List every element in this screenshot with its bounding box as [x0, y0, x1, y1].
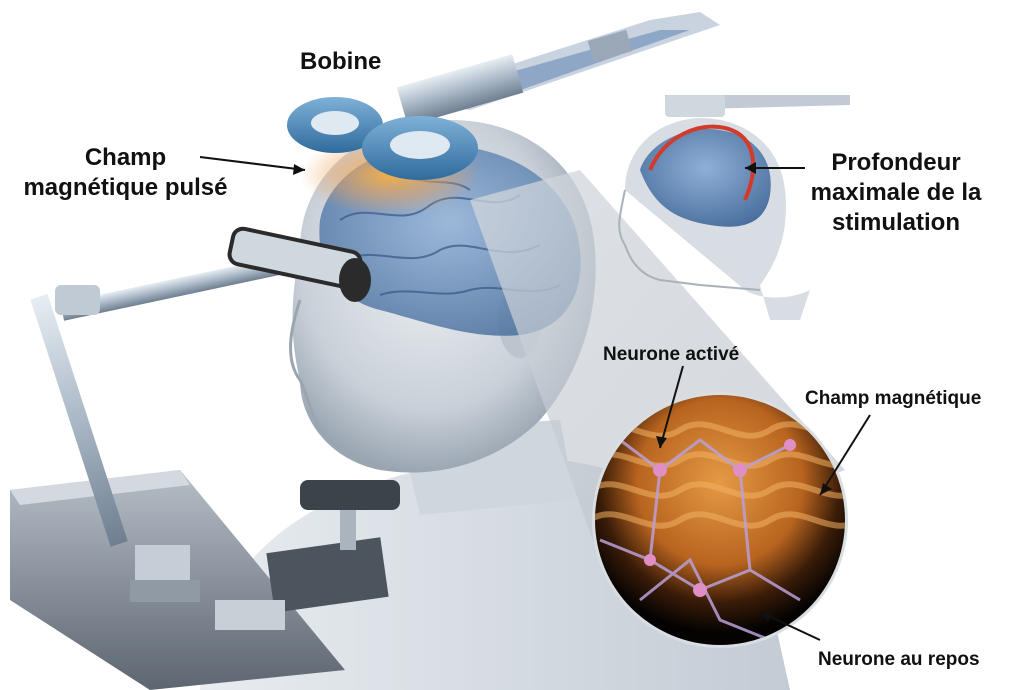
- label-max-depth-line-3: stimulation: [796, 208, 996, 238]
- label-max-depth-line-2: maximale de la: [796, 178, 996, 208]
- label-pulsed-field: Champ magnétique pulsé: [8, 143, 243, 203]
- label-max-depth-line-1: Profondeur: [796, 148, 996, 178]
- label-magnetic-field: Champ magnétique: [805, 387, 981, 411]
- label-pulsed-field-line-2: magnétique pulsé: [8, 173, 243, 203]
- label-pulsed-field-line-1: Champ: [8, 143, 243, 173]
- label-coil: Bobine: [300, 47, 381, 77]
- neuron-magnification: [590, 392, 860, 648]
- label-max-depth: Profondeur maximale de la stimulation: [796, 148, 996, 238]
- label-resting-neuron: Neurone au repos: [818, 648, 980, 672]
- label-active-neuron: Neurone activé: [603, 343, 739, 367]
